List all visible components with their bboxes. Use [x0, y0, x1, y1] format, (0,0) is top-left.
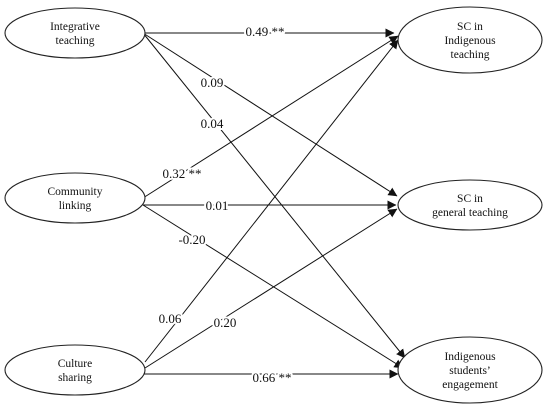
- node-sc-general: SC in general teaching: [397, 179, 543, 231]
- node-label-line: general teaching: [432, 207, 508, 219]
- node-label-line: linking: [59, 200, 92, 212]
- path-arrow-community-to-sc_indigenous: [142, 35, 399, 199]
- node-ellipse: [397, 6, 543, 74]
- path-coefficients: 0.49 ** 0.09 0.04 0.32 ** 0.01 -0.20 0.06 0.20 0…: [157, 22, 294, 387]
- node-label-line: teaching: [451, 49, 490, 61]
- node-label-line: SC in: [457, 21, 483, 33]
- node-culture: Culture sharing: [4, 344, 146, 396]
- coefficient-community-to-engagement: -0.20: [178, 232, 205, 247]
- coefficient-culture-to-engagement: 0.66 **: [253, 370, 292, 385]
- node-integrative: Integrative teaching: [4, 7, 146, 59]
- node-label-line: students’: [449, 365, 491, 377]
- coefficient-integrative-to-sc_indigenous: 0.49 **: [246, 24, 285, 39]
- node-label-line: engagement: [442, 379, 498, 391]
- coefficient-integrative-to-sc_general: 0.09: [201, 75, 224, 90]
- node-label-line: teaching: [56, 35, 95, 47]
- node-ellipse: [397, 179, 543, 231]
- node-ellipse: [4, 7, 146, 59]
- node-engagement: Indigenous students’ engagement: [397, 336, 543, 404]
- coefficient-community-to-sc_general: 0.01: [206, 198, 229, 213]
- node-label-line: Culture: [58, 358, 93, 370]
- node-community: Community linking: [4, 172, 146, 224]
- node-ellipse: [4, 344, 146, 396]
- path-arrow-culture-to-sc_indigenous: [144, 39, 399, 363]
- path-arrows: [142, 28, 406, 379]
- node-label-line: sharing: [58, 372, 92, 384]
- node-label-line: Integrative: [50, 21, 100, 33]
- coefficient-culture-to-sc_general: 0.20: [214, 315, 237, 330]
- path-arrow-integrative-to-sc_general: [142, 32, 398, 197]
- node-label-line: Community: [48, 186, 103, 198]
- path-arrow-integrative-to-engagement: [142, 32, 406, 359]
- node-ellipse: [397, 336, 543, 404]
- node-ellipse: [4, 172, 146, 224]
- node-label-line: SC in: [457, 193, 483, 205]
- coefficient-integrative-to-engagement: 0.04: [201, 116, 224, 131]
- path-arrow-culture-to-sc_general: [144, 208, 398, 369]
- path-arrow-community-to-engagement: [142, 204, 404, 369]
- node-label-line: Indigenous: [444, 351, 496, 363]
- node-label-line: Indigenous: [444, 35, 496, 47]
- coefficient-community-to-sc_indigenous: 0.32 **: [163, 166, 202, 181]
- coefficient-culture-to-sc_indigenous: 0.06: [159, 311, 182, 326]
- node-sc-indigenous: SC in Indigenous teaching: [397, 6, 543, 74]
